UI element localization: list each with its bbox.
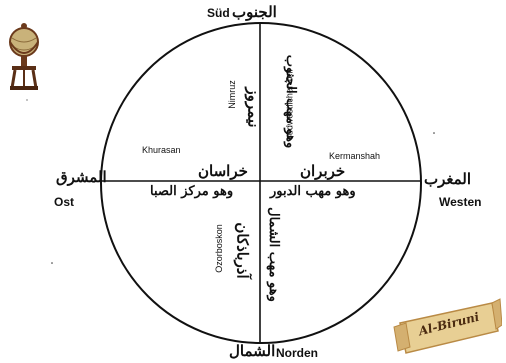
ozorboskon-label: Ozorboskon (213, 224, 224, 273)
east-label-ar: المشرق (56, 168, 107, 186)
nimruz-label: Nimruz (226, 80, 237, 109)
west-label-de: Westen (439, 195, 482, 209)
south-label-ar: الجنوب (232, 3, 277, 21)
khurasan-sub-ar: وهو مركز الصبا (150, 184, 234, 199)
khurasan-label: Khurasan (142, 145, 181, 155)
ozorboskon-sub-ar: وهو مهب الشمال (265, 207, 281, 302)
speck (26, 99, 28, 101)
horizon-circle (100, 22, 422, 344)
scroll-banner-icon (393, 298, 502, 354)
ozorboskon-title-ar: آذرباذكان (233, 222, 252, 279)
antique-globe-icon (9, 23, 39, 90)
khurasan-title-ar: خراسان (198, 162, 248, 180)
kermanshah-sub-ar: وهو مهب الدبور (270, 184, 356, 199)
speck (433, 132, 435, 134)
north-label-de: Norden (276, 346, 318, 360)
kermanshah-title-ar: خربران (300, 162, 346, 180)
east-label-de: Ost (54, 195, 75, 209)
north-label-ar: الشمال (229, 342, 276, 360)
kermanshah-label: Kermanshah (329, 151, 381, 161)
speck (51, 262, 53, 264)
nimruz-desc: südwestlicher Teil (284, 69, 295, 140)
nimruz-title-ar: نيمروز (244, 87, 263, 128)
west-label-ar: المغرب (424, 170, 472, 188)
south-label-de: Süd (207, 6, 230, 20)
